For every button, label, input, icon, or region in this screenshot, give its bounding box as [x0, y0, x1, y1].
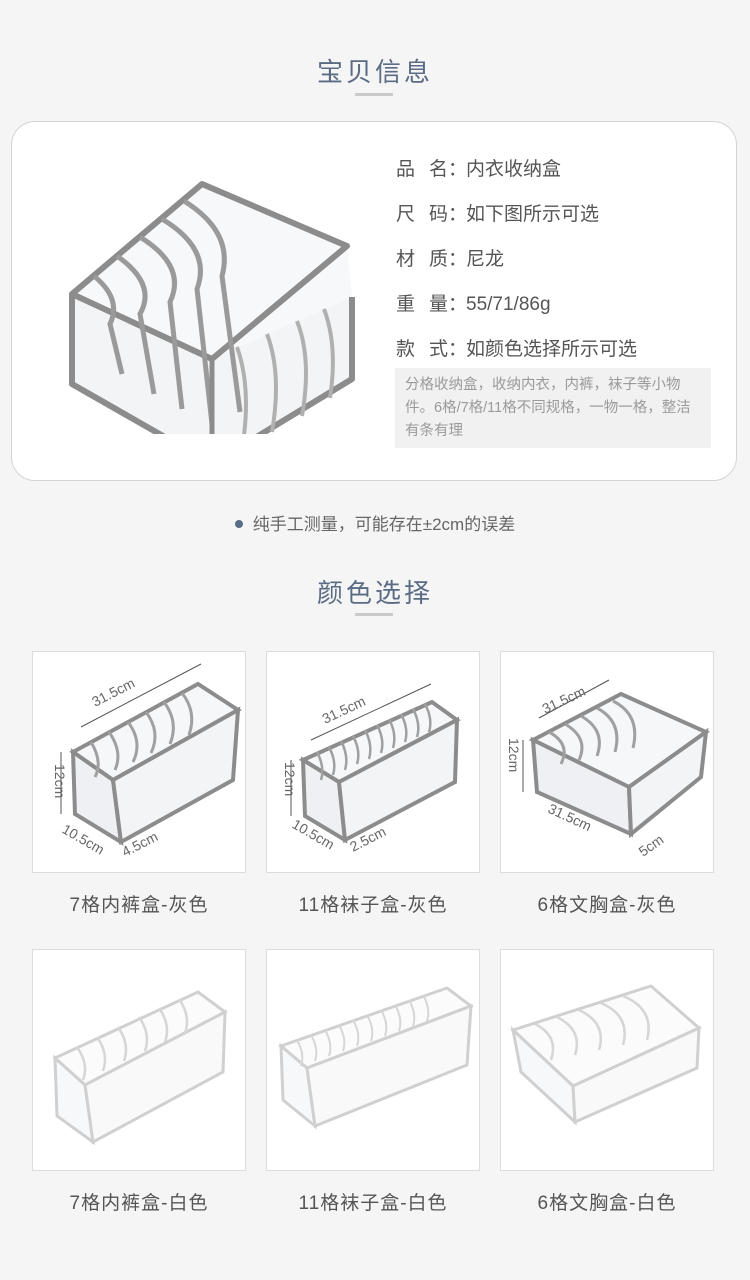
- product-info-card: [11, 121, 737, 481]
- product-11-white-image: [278, 986, 475, 1130]
- caption-7-gray: 7格内裤盒-灰色: [69, 895, 209, 916]
- caption-6-white: 6格文胸盒-白色: [537, 1193, 677, 1214]
- caption-11-gray: 11格袜子盒-灰色: [298, 895, 448, 916]
- info-section-title: 宝贝信息: [316, 57, 433, 87]
- spec-row-material: 材质：尼龙: [396, 249, 505, 270]
- product-11-gray-image: 31.5cm 12cm 10.5cm 2.5cm: [282, 683, 461, 855]
- product-6-gray-image: 31.5cm 12cm 31.5cm 5cm: [506, 679, 711, 859]
- option-card-6-white[interactable]: [500, 949, 714, 1171]
- dim-height: 12cm: [52, 764, 68, 798]
- option-card-7-white[interactable]: [32, 949, 246, 1171]
- caption-7-white: 7格内裤盒-白色: [69, 1193, 209, 1214]
- spec-row-size: 尺码：如下图所示可选: [396, 204, 600, 225]
- dim-height: 12cm: [282, 762, 298, 796]
- option-card-11-white[interactable]: [266, 949, 480, 1171]
- option-card-7-gray[interactable]: 31.5cm 12cm 10.5cm 4.5cm: [32, 651, 246, 873]
- product-description: 分格收纳盒，收纳内衣，内裤，袜子等小物件。6格/7格/11格不同规格，一物一格，…: [395, 368, 711, 448]
- product-6-white-image: [510, 984, 702, 1126]
- bullet-dot-icon: [234, 519, 243, 528]
- measurement-note: 纯手工测量，可能存在±2cm的误差: [0, 510, 750, 535]
- dim-length: 31.5cm: [320, 693, 368, 727]
- caption-11-white: 11格袜子盒-白色: [298, 1193, 448, 1214]
- dim-cell: 5cm: [636, 831, 667, 859]
- product-7-white-image: [52, 990, 228, 1146]
- option-card-11-gray[interactable]: 31.5cm 12cm 10.5cm 2.5cm: [266, 651, 480, 873]
- dim-length: 31.5cm: [540, 683, 588, 717]
- title-underline: [355, 613, 393, 616]
- caption-6-gray: 6格文胸盒-灰色: [537, 895, 677, 916]
- dim-length: 31.5cm: [89, 675, 137, 710]
- color-section-title: 颜色选择: [316, 578, 433, 608]
- product-7-gray-image: 31.5cm 12cm 10.5cm 4.5cm: [52, 663, 242, 860]
- spec-row-weight: 重量：55/71/86g: [396, 294, 551, 315]
- spec-row-name: 品名：内衣收纳盒: [396, 159, 562, 180]
- dim-height: 12cm: [506, 738, 522, 772]
- title-underline: [355, 93, 393, 96]
- product-image: [69, 181, 355, 434]
- option-card-6-gray[interactable]: 31.5cm 12cm 31.5cm 5cm: [500, 651, 714, 873]
- spec-row-style: 款式：如颜色选择所示可选: [396, 339, 638, 360]
